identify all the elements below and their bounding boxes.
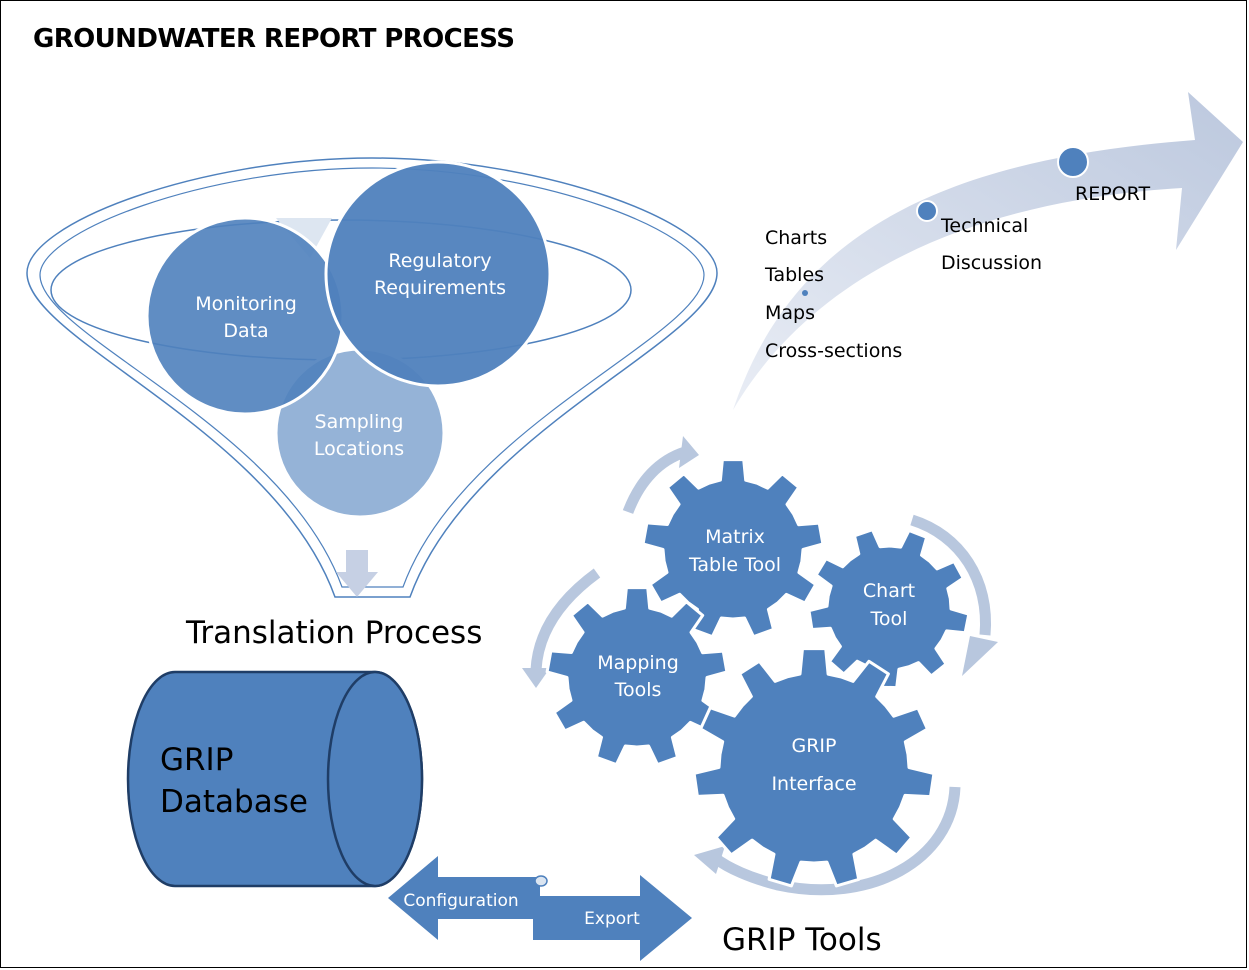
mapping-label-line2: Tools bbox=[614, 679, 662, 701]
curved-arrow-shape bbox=[733, 92, 1243, 410]
chart-arrow-head bbox=[962, 636, 998, 676]
chart-label-line1: Chart bbox=[863, 580, 915, 602]
cylinder-end-cap bbox=[326, 670, 424, 888]
matrix-table-tool-gear bbox=[641, 458, 825, 639]
export-label: Export bbox=[584, 909, 640, 929]
matrix-arrow-head bbox=[679, 436, 699, 468]
milestone-dot-small bbox=[802, 290, 808, 296]
output-item-charts: Charts bbox=[765, 227, 827, 249]
regulatory-label-line1: Regulatory bbox=[388, 250, 491, 272]
technical-label-line2: Discussion bbox=[941, 252, 1042, 274]
regulatory-requirements-circle bbox=[324, 160, 552, 388]
interface-label-line1: GRIP bbox=[792, 735, 837, 757]
funnel-inner-outline bbox=[39, 167, 705, 588]
matrix-label-line2: Table Tool bbox=[688, 554, 781, 576]
interface-arrow-head bbox=[694, 846, 725, 874]
export-arrow bbox=[533, 875, 692, 961]
output-item-tables: Tables bbox=[764, 264, 824, 286]
matrix-cycle-arc bbox=[622, 446, 687, 515]
gear-group bbox=[545, 458, 971, 888]
down-arrow bbox=[336, 550, 378, 597]
regulatory-label-line2: Requirements bbox=[374, 277, 506, 299]
funnel-outer-outline bbox=[26, 157, 718, 598]
configuration-label: Configuration bbox=[403, 891, 518, 911]
technical-label-line1: Technical bbox=[940, 215, 1028, 237]
database-label-line2: Database bbox=[160, 784, 308, 820]
grip-interface-gear bbox=[692, 647, 936, 888]
chart-cycle-arc bbox=[910, 514, 992, 636]
matrix-label-line1: Matrix bbox=[705, 526, 765, 548]
monitoring-data-circle bbox=[145, 216, 345, 416]
mapping-tools-gear bbox=[545, 586, 729, 767]
gear-labels: Matrix Table Tool Chart Tool Mapping Too… bbox=[597, 526, 915, 795]
mapping-cycle-arc bbox=[530, 568, 601, 671]
circular-arrows bbox=[530, 446, 992, 896]
sampling-label-line1: Sampling bbox=[315, 411, 404, 433]
report-label: REPORT bbox=[1075, 183, 1150, 205]
diagram-title: GROUNDWATER REPORT PROCESS bbox=[33, 24, 515, 54]
interface-label-line2: Interface bbox=[771, 773, 856, 795]
monitoring-label-line2: Data bbox=[223, 320, 268, 342]
input-circles: Monitoring Data Regulatory Requirements … bbox=[145, 160, 552, 519]
interface-cycle-arc bbox=[711, 786, 961, 896]
output-item-cross-sections: Cross-sections bbox=[765, 340, 902, 362]
monitoring-label-line1: Monitoring bbox=[195, 293, 297, 315]
database-label-line1: GRIP bbox=[160, 742, 233, 778]
translation-process-label: Translation Process bbox=[185, 615, 482, 651]
chart-label-line2: Tool bbox=[870, 608, 908, 630]
exchange-arrows: Configuration Export bbox=[388, 856, 692, 961]
output-item-maps: Maps bbox=[765, 302, 815, 324]
arrow-curl bbox=[534, 875, 548, 887]
milestone-dot-technical bbox=[916, 200, 938, 222]
grip-tools-label: GRIP Tools bbox=[722, 922, 882, 958]
milestone-dot-report bbox=[1057, 146, 1089, 178]
configuration-arrow bbox=[388, 856, 540, 940]
chart-tool-gear bbox=[807, 528, 971, 690]
circular-arrow-heads bbox=[522, 436, 998, 874]
grip-database-cylinder: GRIP Database bbox=[126, 670, 424, 888]
mapping-arrow-head bbox=[522, 668, 550, 688]
report-progress-arrow: Charts Tables Maps Cross-sections Techni… bbox=[733, 92, 1243, 410]
mapping-label-line1: Mapping bbox=[597, 652, 679, 674]
sampling-label-line2: Locations bbox=[314, 438, 404, 460]
